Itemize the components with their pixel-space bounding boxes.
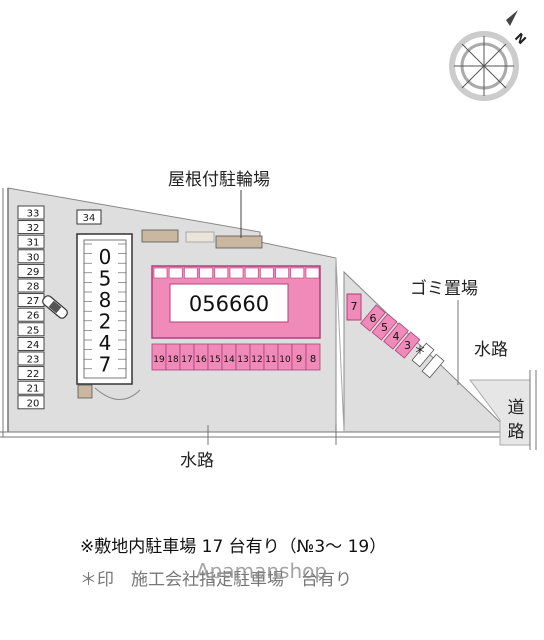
parking-slot-label: 5 [381,321,388,334]
parking-slot [394,331,421,359]
parking-slot-label: 31 [27,238,40,249]
parking-slot-label: 24 [27,340,40,351]
building-vertical-digit: 5 [99,267,112,291]
parking-slot [17,307,45,322]
parking-slot-label: 13 [237,355,248,365]
parking-slot [360,304,386,332]
waterway-bottom-label: 水路 [180,451,214,471]
parking-slot-label: 4 [393,330,400,343]
watermark-text: Apamanshop [196,559,328,583]
parking-slot-label: 12 [251,355,262,365]
bike-parking-strip [215,235,263,249]
parking-slot [371,313,398,341]
building-vertical-digit: 8 [99,288,112,312]
parking-slot-label: 29 [27,267,40,278]
parking-slot-label: 8 [310,354,316,365]
parking-slot-label: 20 [27,398,40,409]
parking-slot-label: 6 [370,312,377,325]
building-vertical-digit: 0 [99,245,112,269]
parking-slot-label: 32 [27,223,40,234]
building-vertical-digit: 2 [99,310,112,334]
road-area [469,379,531,446]
left-parking-column: 33 32 31 30 29 28 27 26 25 24 23 22 21 20 [17,205,45,410]
parking-slot-label: 30 [27,252,40,263]
parking-slot-label: 21 [27,384,40,395]
garbage-area-label: ゴミ置場 [410,279,478,299]
svg-text:＊: ＊ [414,343,426,357]
parking-slot-label: 17 [181,355,192,365]
compass-rose-icon: N [449,10,529,101]
parking-slot [17,278,45,293]
bike-parking-strip [185,231,215,243]
parking-slot [17,380,45,395]
parking-slot [17,336,45,351]
building-vertical-digit: 7 [99,353,112,377]
designated-parking-note: ＊印 施工会社指定駐車場 台有り [80,570,352,590]
stair-icon [77,384,93,399]
parking-slot-34 [76,209,102,225]
parking-slot-label: 14 [223,355,235,365]
parking-slot-7-label: 7 [351,300,358,313]
parking-slot [17,249,45,264]
compass-north-label: N [512,30,529,47]
parking-slot [305,343,321,371]
parking-slot-label: 26 [27,311,40,322]
parking-slot [17,263,45,278]
parking-slot-label: 33 [27,209,40,220]
car-icon [42,295,68,319]
parking-slot-label: 18 [167,355,179,365]
parking-slot-label: 19 [153,355,165,365]
building-vertical-digit: 4 [99,331,112,355]
parking-slot-label: 11 [265,355,276,365]
parking-slot-label: 27 [27,296,40,307]
parking-slot-label: 10 [279,355,291,365]
parking-slot-label: 16 [195,355,207,365]
bike-parking-strip [141,229,179,243]
parking-slot-label: 25 [27,325,40,336]
parking-slot [17,205,45,220]
parking-slot [17,322,45,337]
parking-note: ※敷地内駐車場 17 台有り（№3～ 19） [80,537,387,557]
parking-slot [17,220,45,235]
parking-slot-7 [346,293,362,321]
parking-slot-label: 23 [27,355,40,366]
parking-slot-label: 22 [27,369,40,380]
parking-slot [17,366,45,381]
parking-slot [383,322,409,350]
parking-slot-label: 3 [404,339,411,352]
building-code: 056660 [189,292,269,316]
roofed-bike-parking-label: 屋根付駐輪場 [168,170,270,190]
road-label: 道路 [507,398,525,442]
waterway-right-label: 水路 [474,340,508,360]
parking-slot [17,351,45,366]
parking-slot [17,234,45,249]
parking-slot-label: 15 [209,355,220,365]
parking-slot-label: 9 [296,354,302,365]
parking-slot-label: 28 [27,282,40,293]
parking-slot [17,395,45,410]
parking-slot-34-label: 34 [83,213,96,224]
